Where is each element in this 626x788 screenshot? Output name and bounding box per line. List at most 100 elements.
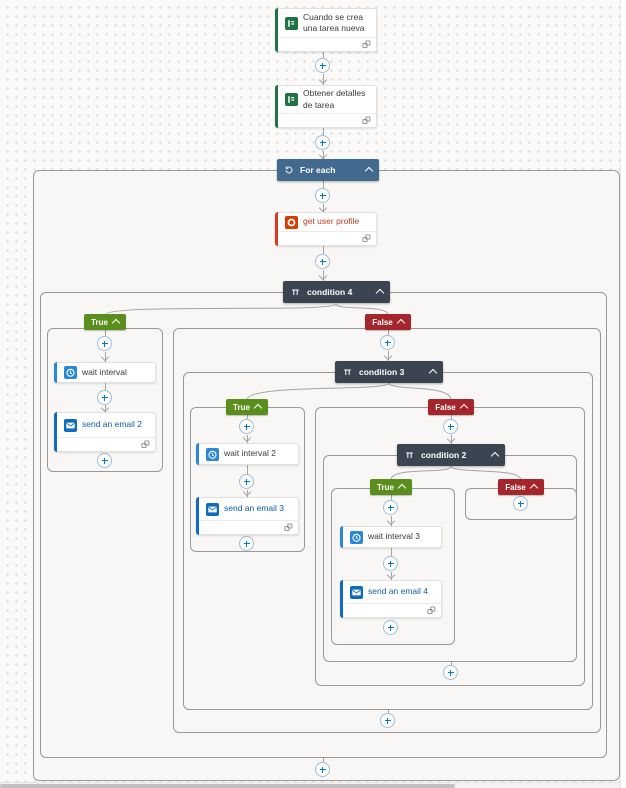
add-action-button[interactable] [383, 620, 398, 635]
connector-line [322, 74, 324, 85]
outlook-send-icon [350, 585, 363, 599]
connector-line [322, 181, 324, 188]
add-action-button[interactable] [513, 496, 528, 511]
badge-label: True [91, 317, 108, 327]
send-email3-card[interactable]: send an email 3 [196, 497, 299, 535]
outlook-send-icon [64, 418, 77, 432]
connector-line [246, 490, 248, 497]
trigger-card[interactable]: Cuando se crea una tarea nueva [275, 8, 377, 52]
loop-icon [285, 166, 293, 174]
condition4-header[interactable]: condition 4 [283, 281, 390, 303]
add-action-button[interactable] [383, 556, 398, 571]
collapse-chevron-icon[interactable] [490, 451, 500, 461]
get-task-details-card[interactable]: Obtener detalles de tarea [275, 85, 377, 128]
trigger-title: Cuando se crea una tarea nueva [303, 11, 365, 33]
collapse-chevron-icon[interactable] [253, 403, 263, 413]
office365-icon [285, 215, 298, 229]
add-action-button[interactable] [97, 336, 112, 351]
connection-icon [284, 523, 293, 532]
connector-line [246, 415, 248, 419]
foreach-header[interactable]: For each [277, 159, 379, 181]
connector-line [104, 352, 106, 362]
add-action-button[interactable] [239, 419, 254, 434]
connection-icon [362, 116, 371, 125]
connection-icon [141, 440, 150, 449]
get-user-profile-card[interactable]: get user profile [275, 212, 377, 246]
branch-false-badge[interactable]: False [365, 314, 411, 330]
wait-interval-card[interactable]: wait interval [54, 362, 156, 383]
connector-line [104, 383, 106, 390]
add-action-button[interactable] [380, 335, 395, 350]
clock-icon [206, 447, 219, 461]
badge-label: True [377, 482, 394, 492]
arrow-down-icon [318, 75, 327, 85]
horizontal-scrollbar-track [0, 782, 620, 788]
card-accent [275, 8, 278, 52]
add-action-button[interactable] [315, 58, 330, 73]
condition3-header[interactable]: condition 3 [335, 361, 443, 383]
collapse-chevron-icon[interactable] [111, 318, 121, 328]
card-accent [275, 212, 278, 246]
card-accent [275, 85, 278, 128]
connection-icon [362, 40, 371, 49]
condition-icon [406, 451, 413, 458]
branch-true-badge[interactable]: True [370, 479, 412, 495]
action-title: send an email 4 [368, 586, 429, 597]
connector-line [322, 128, 324, 135]
collapse-chevron-icon[interactable] [375, 288, 385, 298]
branch-true-badge[interactable]: True [84, 314, 126, 330]
add-action-button[interactable] [315, 762, 330, 777]
collapse-chevron-icon[interactable] [428, 368, 438, 378]
add-action-button[interactable] [380, 713, 395, 728]
card-accent [54, 362, 57, 383]
collapse-chevron-icon[interactable] [459, 403, 468, 413]
condition2-header[interactable]: condition 2 [397, 444, 505, 466]
condition-icon [292, 288, 299, 295]
add-action-button[interactable] [315, 254, 330, 269]
connector-line [387, 351, 389, 361]
wait-interval2-card[interactable]: wait interval 2 [196, 443, 299, 465]
add-action-button[interactable] [315, 188, 330, 203]
badge-label: False [505, 482, 526, 492]
collapse-chevron-icon[interactable] [396, 318, 405, 328]
card-accent [340, 580, 343, 618]
send-email4-card[interactable]: send an email 4 [340, 580, 442, 618]
branch-false-badge[interactable]: False [428, 399, 474, 415]
collapse-chevron-icon[interactable] [364, 166, 374, 176]
add-action-button[interactable] [315, 135, 330, 150]
connector-line [387, 710, 389, 713]
add-action-button[interactable] [97, 390, 112, 405]
add-action-button[interactable] [239, 536, 254, 551]
badge-label: True [233, 402, 250, 412]
send-email2-card[interactable]: send an email 2 [54, 412, 156, 452]
card-accent [196, 443, 199, 465]
condition-label: condition 3 [359, 367, 405, 377]
connector-line [322, 151, 324, 159]
condition-icon [344, 368, 351, 375]
add-action-button[interactable] [443, 665, 458, 680]
add-action-button[interactable] [97, 453, 112, 468]
connector-line [322, 270, 324, 281]
branch-false-badge[interactable]: False [498, 479, 544, 495]
branch-true-badge[interactable]: True [226, 399, 268, 415]
wait-interval3-card[interactable]: wait interval 3 [340, 526, 442, 548]
badge-label: False [435, 402, 456, 412]
connector-line [246, 465, 248, 474]
collapse-chevron-icon[interactable] [529, 483, 538, 493]
action-title: get user profile [303, 216, 360, 227]
collapse-chevron-icon[interactable] [397, 483, 407, 493]
add-action-button[interactable] [443, 419, 458, 434]
horizontal-scrollbar-thumb[interactable] [0, 784, 455, 788]
add-action-button[interactable] [383, 500, 398, 515]
connector-line [450, 662, 452, 665]
connector-line [390, 495, 392, 500]
outlook-send-icon [206, 502, 219, 516]
card-accent [340, 526, 343, 548]
clock-icon [64, 366, 77, 379]
action-title: send an email 3 [224, 503, 285, 514]
foreach-label: For each [300, 165, 336, 175]
add-action-button[interactable] [239, 474, 254, 489]
planner-icon [285, 93, 298, 106]
connector-line [322, 758, 324, 762]
